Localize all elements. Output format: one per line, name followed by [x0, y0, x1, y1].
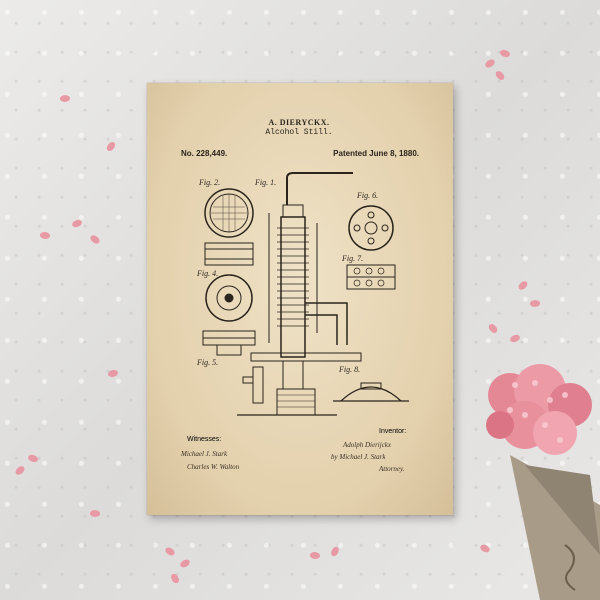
- attorney-signature: by Michael J. Stark: [331, 453, 386, 461]
- witness-1-signature: Michael J. Stark: [181, 450, 228, 458]
- attorney-title: Attorney.: [379, 465, 405, 473]
- patent-date: Patented June 8, 1880.: [333, 149, 419, 158]
- inventor-name: A. DIERYCKX.: [268, 118, 330, 127]
- invention-title: Alcohol Still.: [265, 128, 333, 137]
- fig-1-label: Fig. 1.: [255, 178, 277, 187]
- fig-5-label: Fig. 5.: [197, 358, 219, 367]
- inventor-label: Inventor:: [379, 428, 407, 435]
- flower-bouquet: [486, 364, 600, 600]
- witness-2-signature: Charles W. Walton: [187, 463, 240, 471]
- fig-8-label: Fig. 8.: [339, 365, 361, 374]
- inventor-signature: Adolph Dierijckx: [343, 441, 392, 449]
- fig-6-label: Fig. 6.: [357, 191, 379, 200]
- fig-4-label: Fig. 4.: [197, 269, 219, 278]
- patent-poster: A. DIERYCKX. Alcohol Still. No. 228,449.…: [147, 83, 453, 515]
- fig-2-label: Fig. 2.: [199, 178, 221, 187]
- fig-7-label: Fig. 7.: [342, 254, 364, 263]
- patent-number: No. 228,449.: [181, 149, 228, 158]
- petal: [108, 370, 118, 377]
- still-diagram: [202, 172, 409, 416]
- witnesses-label: Witnesses:: [187, 436, 222, 443]
